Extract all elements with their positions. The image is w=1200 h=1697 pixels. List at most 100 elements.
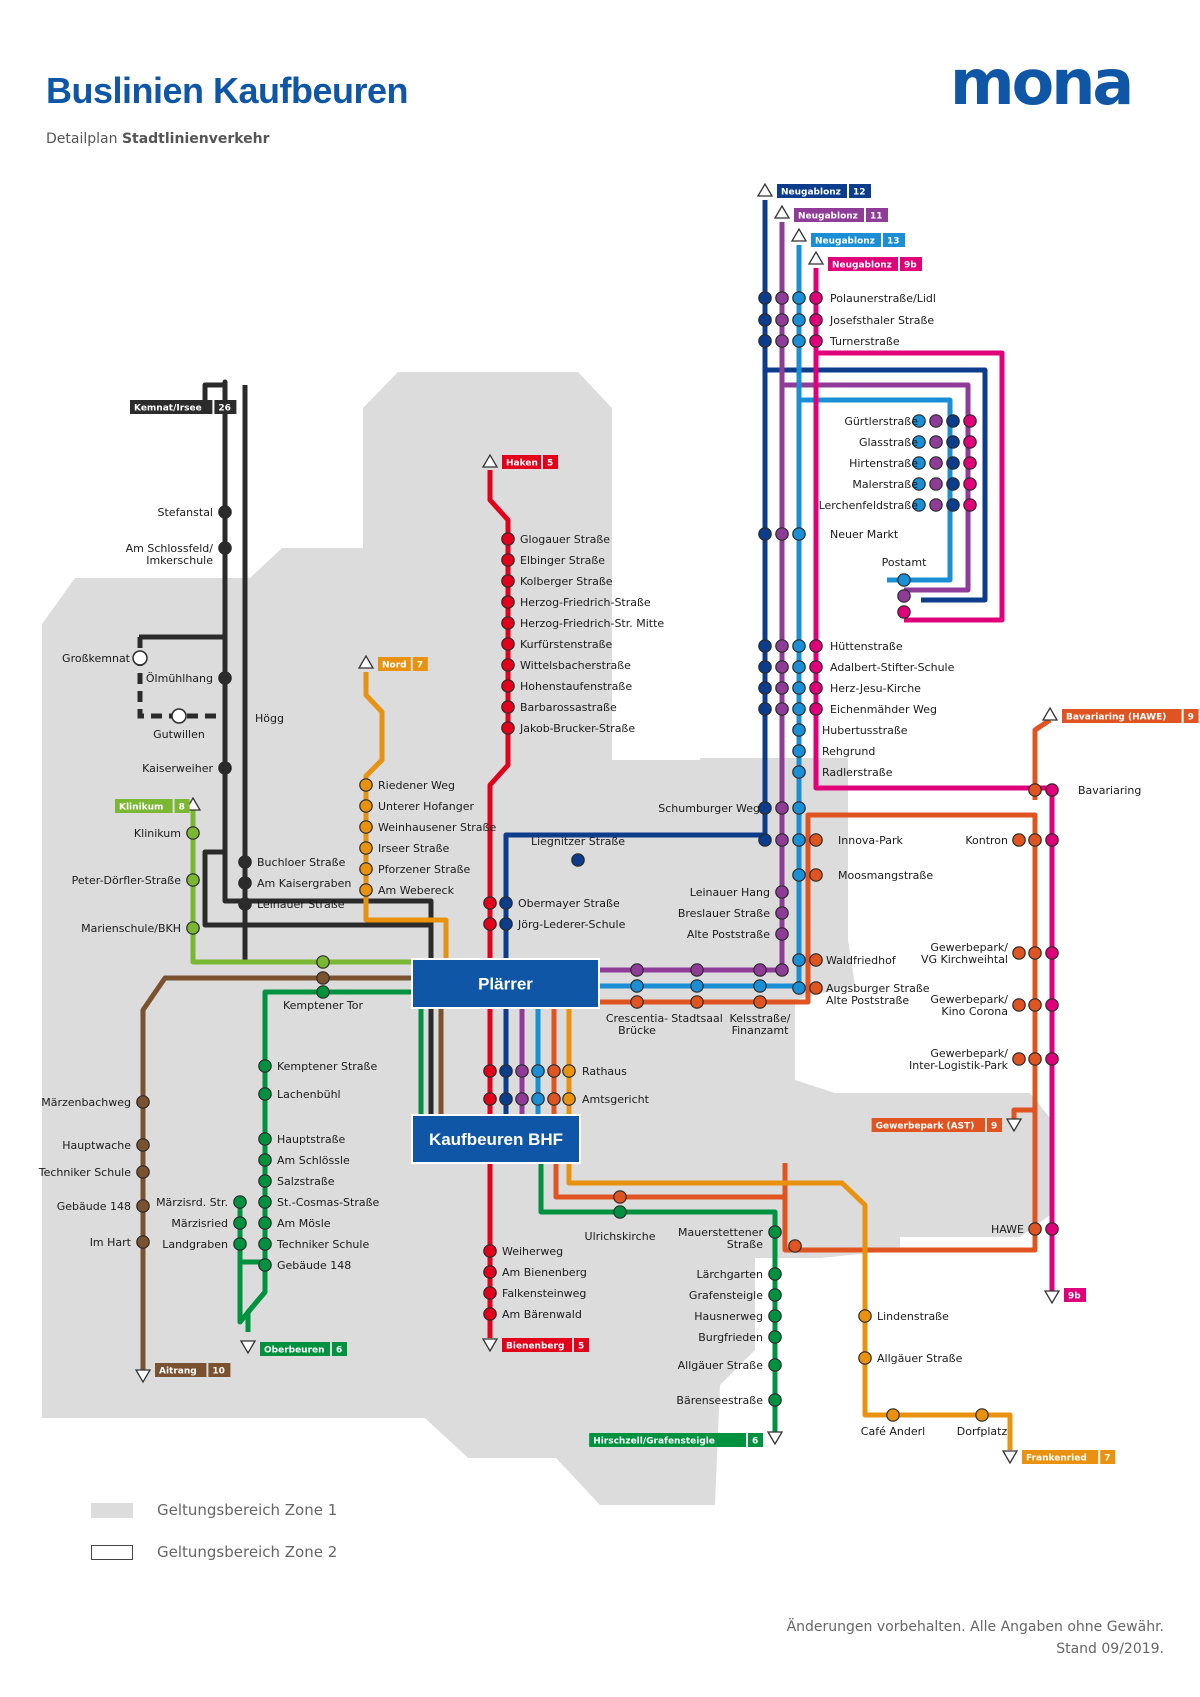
line10-stop-label: Gebäude 148 xyxy=(57,1200,131,1213)
line5-haken-icon xyxy=(481,453,499,468)
terminal-line-t12: 12 xyxy=(853,188,866,198)
terminal-name-box xyxy=(502,455,541,469)
maerzisried-stop-dot xyxy=(233,1195,247,1209)
line5-stop-dot xyxy=(501,700,515,714)
maerzisried-stop-dot xyxy=(233,1216,247,1230)
line7-stop-label: Weinhausener Straße xyxy=(378,821,496,834)
terminal-line-box xyxy=(208,1363,231,1377)
kemptener-tor-dot-8 xyxy=(316,955,330,969)
line6-east-stop-label: Hausnerweg xyxy=(694,1310,763,1323)
north-lower-dot xyxy=(809,660,823,674)
line11-stop-dot xyxy=(775,906,789,920)
line8-stop-label: Klinikum xyxy=(134,827,181,840)
terminal-name-box xyxy=(155,1363,207,1377)
line5-stop-label: Elbinger Straße xyxy=(520,554,605,567)
line5-stop-label: Barbarossastraße xyxy=(520,701,617,714)
line6-east-stop-dot xyxy=(768,1358,782,1372)
line5-stop-dot xyxy=(501,532,515,546)
loop-stop-label: Malerstraße xyxy=(852,478,918,491)
loop-stop-label: Hirtenstraße xyxy=(849,457,918,470)
gewerbepark-label: VG Kirchweihtal xyxy=(921,953,1008,966)
plaerrer-east-dot-9 xyxy=(630,995,644,1009)
line7-stop-dot xyxy=(359,799,373,813)
page-title: Buslinien Kaufbeuren xyxy=(46,70,409,111)
line5-stop-dot xyxy=(501,658,515,672)
gewerbepark-label: Gewerbepark/ xyxy=(930,993,1008,1006)
line6-stop-dot xyxy=(258,1174,272,1188)
loop-stop-label: Glasstraße xyxy=(859,436,918,449)
augsburger-dot xyxy=(792,981,806,995)
line8-stop-label: Peter-Dörfler-Straße xyxy=(72,874,182,887)
north-lower-dot xyxy=(792,660,806,674)
gewerbepark-dot xyxy=(1045,998,1059,1012)
east-hub-label: Stadtsaal xyxy=(671,1012,723,1025)
terminal-name-t7s: Frankenried xyxy=(1026,1454,1087,1464)
rathaus-label: Rathaus xyxy=(582,1065,627,1078)
loop-stop-dot xyxy=(929,456,943,470)
hawe-dot-9b xyxy=(1045,1222,1059,1236)
terminal-name-box xyxy=(811,233,881,247)
line6-east-stop-dot xyxy=(768,1393,782,1407)
line7-stop-label: Am Webereck xyxy=(378,884,455,897)
north-lower-dot xyxy=(809,702,823,716)
line6-east-stop-dot xyxy=(768,1288,782,1302)
terminal-name-t6h: Hirschzell/Grafensteigle xyxy=(593,1437,715,1447)
loop-stop-dot xyxy=(946,498,960,512)
terminal-line-box xyxy=(849,184,871,198)
moosmang-label: Moosmangstraße xyxy=(838,869,933,882)
line7-stop-label: Irseer Straße xyxy=(378,842,450,855)
terminal-name-t9b: Neugablonz xyxy=(832,261,892,271)
line6-stop-label: Gebäude 148 xyxy=(277,1259,351,1272)
kontron-label: Kontron xyxy=(965,834,1008,847)
terminal-line-t9bs: 9b xyxy=(1068,1292,1081,1302)
loop-stop-dot xyxy=(963,498,977,512)
kontron-dot xyxy=(1045,833,1059,847)
north-lower-dot xyxy=(775,702,789,716)
rathaus-dot xyxy=(515,1092,529,1106)
loop-stop-dot xyxy=(963,477,977,491)
north-stop-label: Josefsthaler Straße xyxy=(829,314,934,327)
postamt-dot xyxy=(897,605,911,619)
line26-stop-dot xyxy=(218,541,232,555)
terminal-line-box xyxy=(214,400,237,414)
line10-stop-label: Märzenbachweg xyxy=(41,1096,131,1109)
line5-stop-label: Kurfürstenstraße xyxy=(520,638,613,651)
hawe-dot-9 xyxy=(1028,1222,1042,1236)
line5-stop-dot xyxy=(501,637,515,651)
rathaus-dot xyxy=(483,1092,497,1106)
hawe-label: HAWE xyxy=(991,1223,1024,1236)
line7-frankenried-icon xyxy=(1001,1450,1019,1465)
terminal-name-t6o: Oberbeuren xyxy=(264,1346,325,1356)
liegnitzer-label: Liegnitzer Straße xyxy=(531,835,625,848)
terminal-line-box xyxy=(1064,1288,1086,1302)
line6-east-stop-label: Lärchgarten xyxy=(697,1268,763,1281)
rathaus-dot xyxy=(531,1064,545,1078)
terminal-line-t10: 10 xyxy=(212,1367,225,1377)
terminal-line-box xyxy=(1183,709,1199,723)
terminal-name-t12: Neugablonz xyxy=(781,188,841,198)
line5-bienenberg-icon xyxy=(481,1338,499,1353)
buchloer-stop-dot xyxy=(238,876,252,890)
rathaus-dot xyxy=(531,1092,545,1106)
postamt-dot xyxy=(897,573,911,587)
maerzisried-stop-label: Landgraben xyxy=(162,1238,228,1251)
loop-stop-dot xyxy=(912,477,926,491)
east-hub-label: Kelsstraße/ xyxy=(730,1012,791,1025)
terminal-name-t13: Neugablonz xyxy=(815,237,875,247)
gewerbepark-dot xyxy=(1012,1052,1026,1066)
line5-stop-dot xyxy=(501,721,515,735)
line10-path xyxy=(140,975,412,1373)
neuer-markt-dot xyxy=(775,527,789,541)
east-hub-label: Finanzamt xyxy=(732,1024,789,1037)
gewerbepark-dot xyxy=(1012,998,1026,1012)
line6-east-stop-label: Burgfrieden xyxy=(698,1331,763,1344)
loop-stop-dot xyxy=(946,435,960,449)
line5-south-stop-dot xyxy=(483,1265,497,1279)
bhf-hub xyxy=(411,1114,581,1164)
terminal-name-box xyxy=(1062,709,1182,723)
gewerbepark-dot xyxy=(1028,946,1042,960)
line5-south-stop-dot xyxy=(483,1307,497,1321)
loop-stop-dot xyxy=(963,435,977,449)
terminal-line-box xyxy=(543,455,558,469)
north-stop-label: Turnerstraße xyxy=(829,335,900,348)
